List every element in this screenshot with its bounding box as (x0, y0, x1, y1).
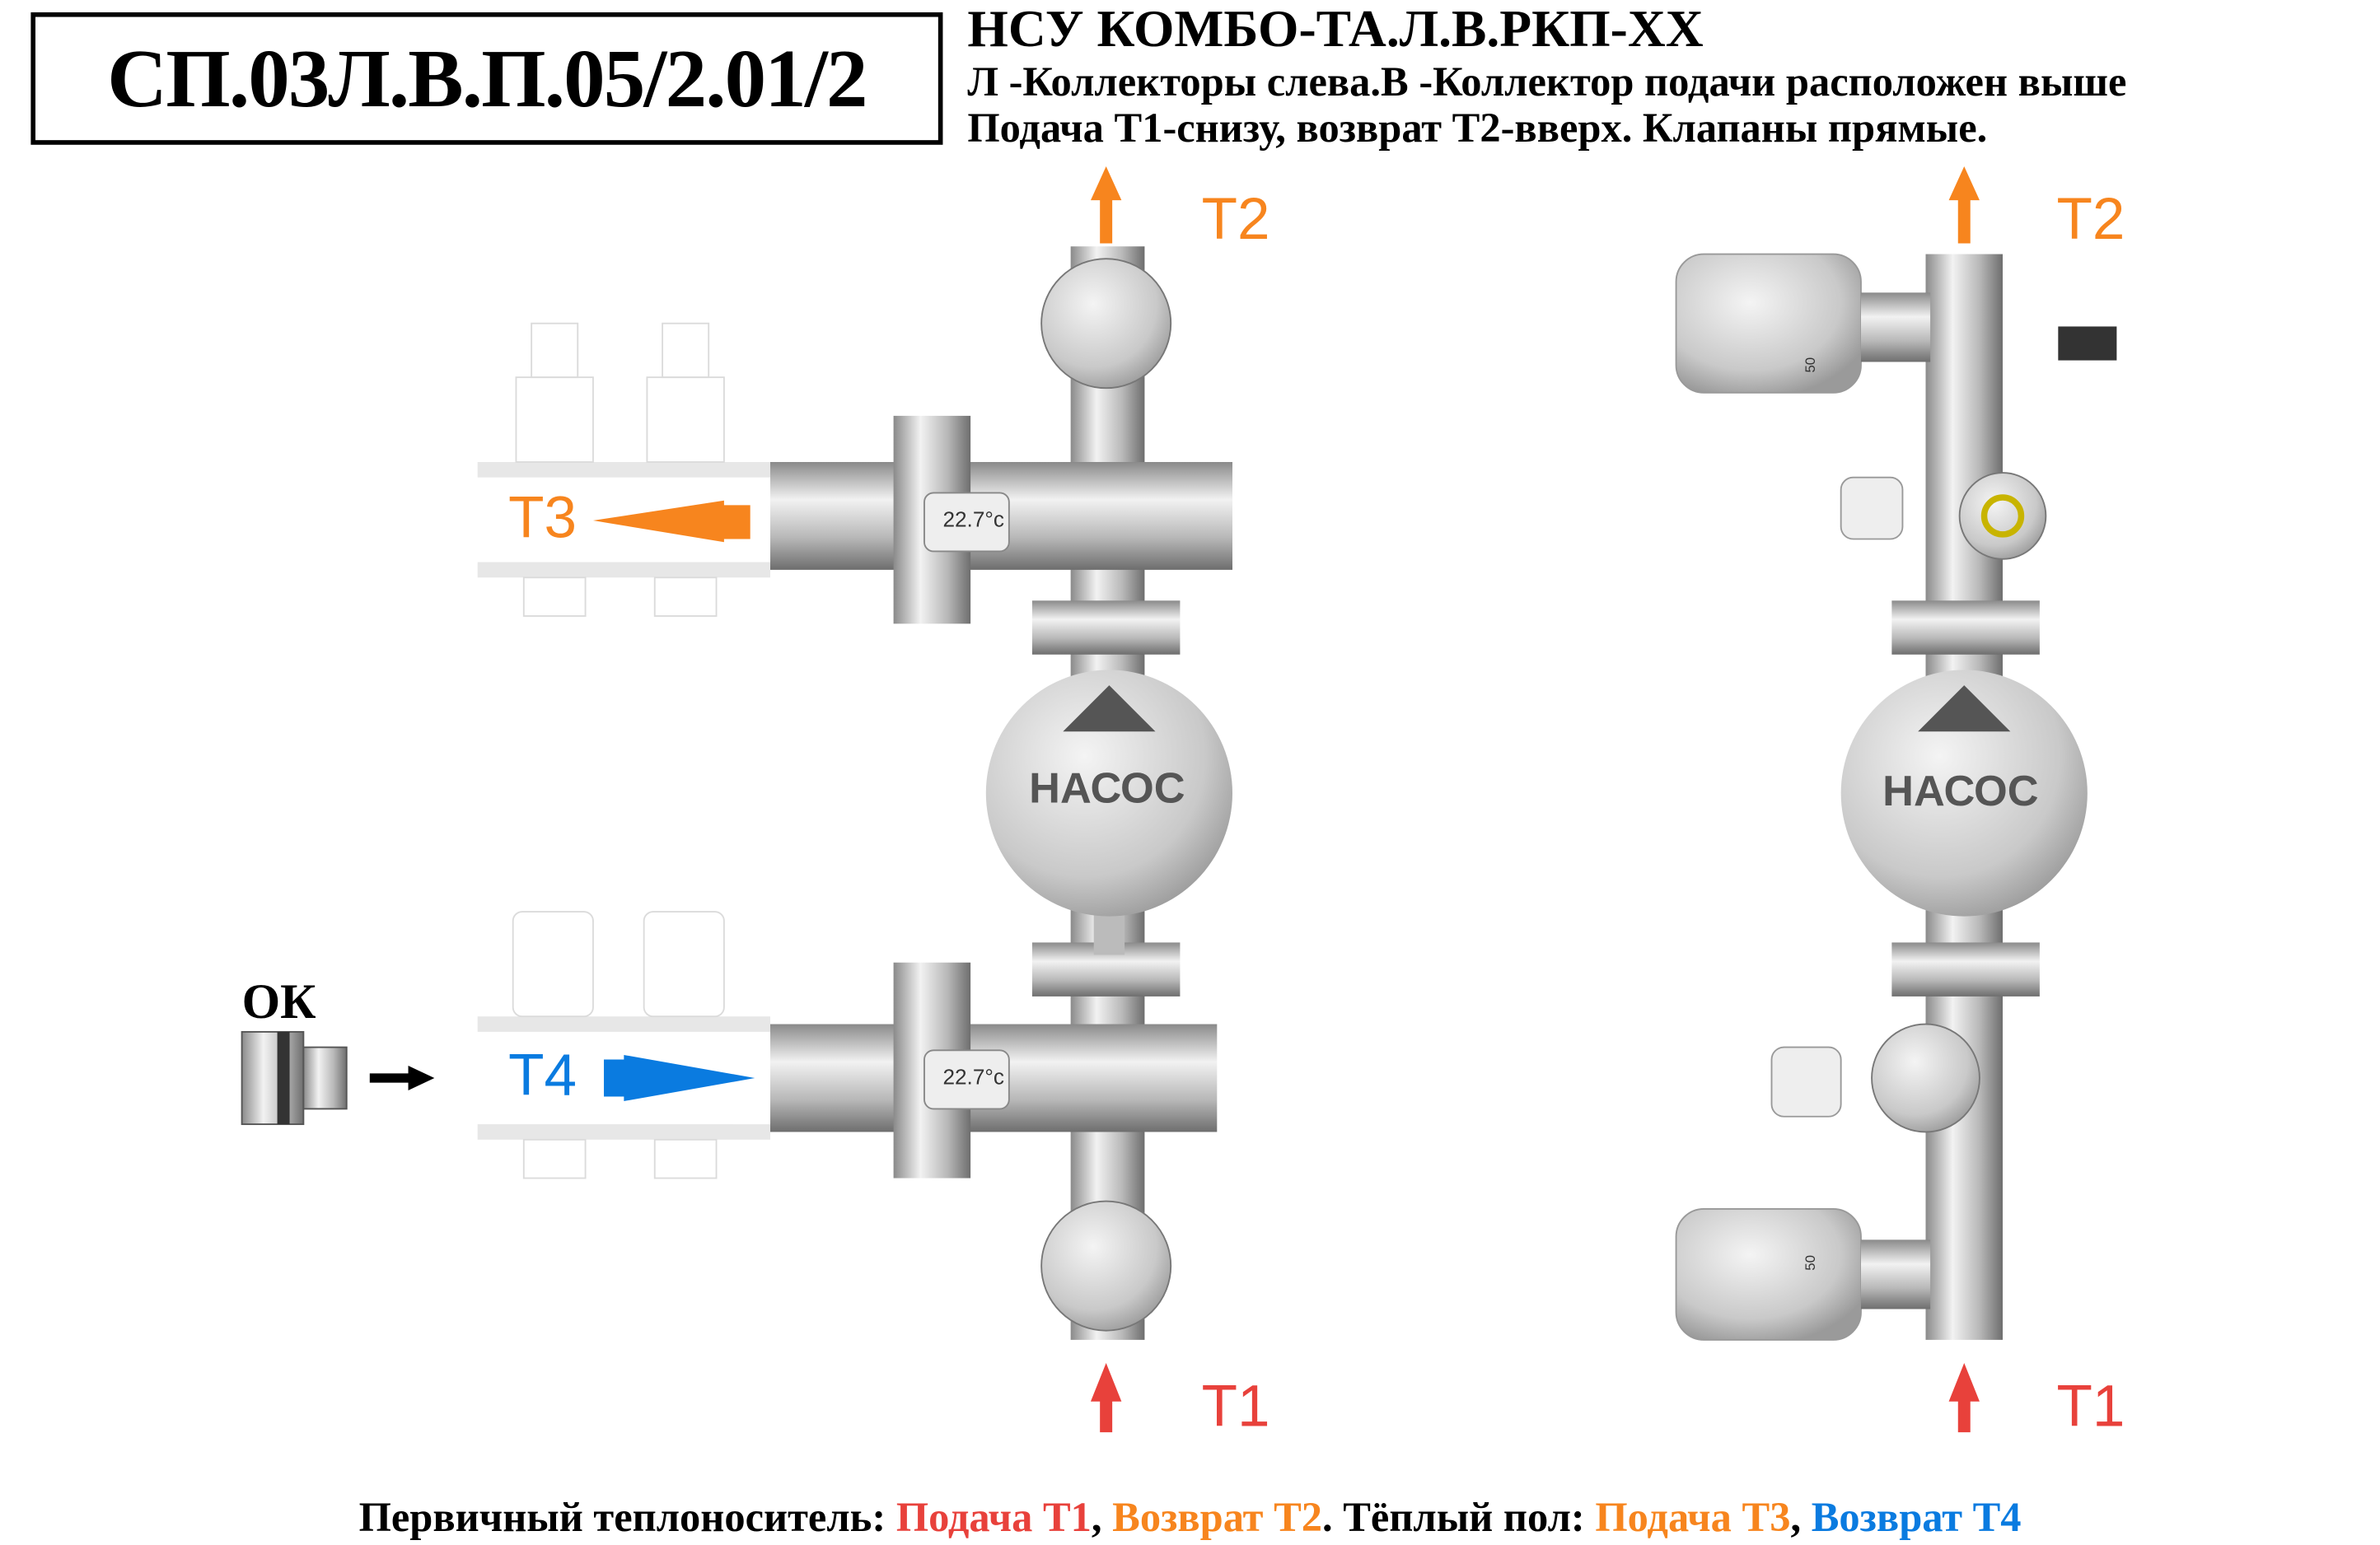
thermometer-display-bottom: 22.7°c (942, 1064, 1004, 1090)
legend-supply-t1: Подача Т1 (895, 1493, 1092, 1540)
legend-sep: , (1091, 1493, 1113, 1540)
drawing-code: СП.03Л.В.П.05/2.01/2 (30, 12, 943, 145)
label-t1-right: T1 (2056, 1375, 2125, 1440)
thermometer-display-top: 22.7°c (942, 506, 1004, 532)
legend-sep: , (1790, 1493, 1812, 1540)
legend-return-t4: Возврат Т4 (1811, 1493, 2022, 1540)
label-t4: T4 (508, 1043, 577, 1109)
arrow-t3 (592, 500, 750, 543)
thermostat-scale-bottom: 50 (1802, 1255, 1818, 1271)
pump-right (1840, 670, 2088, 917)
legend-return-t2: Возврат Т2 (1112, 1493, 1323, 1540)
thermostat-scale-top: 50 (1802, 357, 1818, 373)
arrow-t4 (604, 1054, 755, 1102)
arrow-t1-left (1090, 1362, 1122, 1433)
arrow-t1-right (1948, 1362, 1980, 1433)
arrow-t2-right (1948, 166, 1980, 244)
arrow-ok (369, 1066, 435, 1090)
right-assembly (1675, 253, 2117, 1341)
legend-floor: . Тёплый пол: (1322, 1493, 1596, 1540)
thermostatic-head-bottom (1675, 1208, 1862, 1341)
faded-manifold (477, 322, 770, 1179)
thermostatic-head-top (1675, 253, 1862, 394)
pump-left (985, 670, 1232, 917)
pump-label-left: НАСОС (1029, 763, 1185, 812)
legend-supply-t3: Подача Т3 (1595, 1493, 1791, 1540)
label-t1-left: T1 (1201, 1375, 1270, 1440)
label-t2-left: T2 (1201, 188, 1270, 253)
pump-label-right: НАСОС (1882, 767, 2039, 815)
label-t2-right: T2 (2056, 188, 2125, 253)
legend-primary: Первичный теплоноситель: (358, 1493, 896, 1540)
label-t3: T3 (508, 486, 577, 552)
description-line-1: Л -Коллекторы слева.В -Коллектор подачи … (967, 58, 2127, 105)
arrow-t2-left (1090, 166, 1122, 244)
ok-fitting-icon (241, 1030, 348, 1126)
description-line-2: Подача Т1-снизу, возврат Т2-вверх. Клапа… (967, 105, 1988, 152)
label-ok: ОК (241, 973, 316, 1029)
product-title: НСУ КОМБО-ТА.Л.В.РКП-ХХ (967, 1, 1704, 59)
legend-footer: Первичный теплоноситель: Подача Т1, Возв… (0, 1494, 2380, 1542)
left-assembly (770, 246, 1232, 1340)
